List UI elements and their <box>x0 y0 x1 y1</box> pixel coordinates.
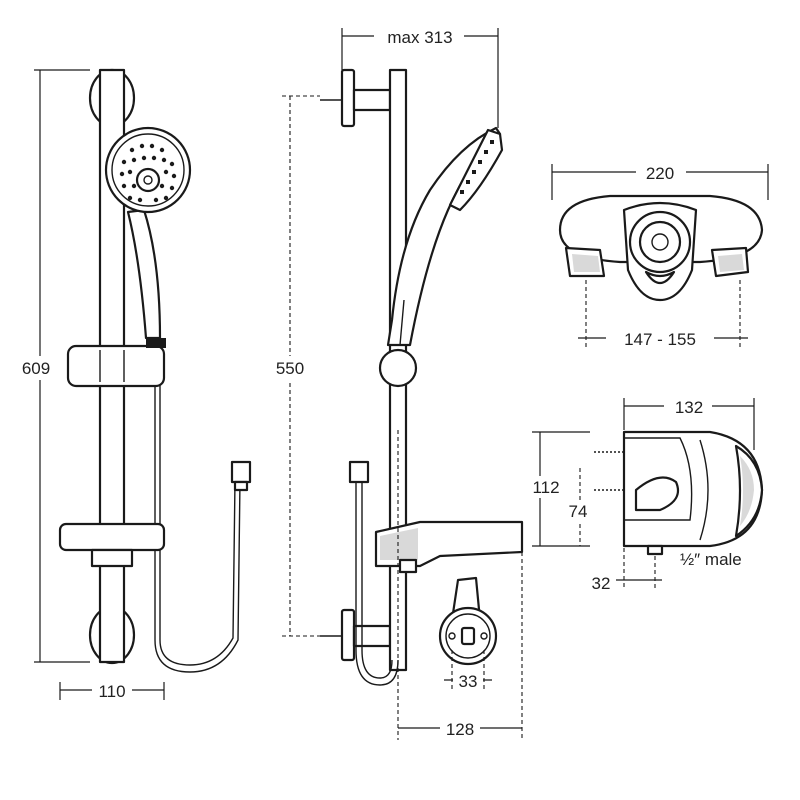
valve-front-view: 220 147 - 155 <box>551 162 769 350</box>
rail-centers-label: 550 <box>276 359 304 378</box>
valve-height-label: 112 <box>532 478 559 497</box>
dial-width-label: 33 <box>459 672 478 691</box>
valve-width-label: 220 <box>646 164 674 183</box>
projection-label: 128 <box>446 720 474 739</box>
max-width-label: max 313 <box>387 28 452 47</box>
side-view-riser-rail: max 313 550 <box>268 26 524 740</box>
valve-depth-label: 132 <box>675 398 703 417</box>
valve-side-view: 132 112 74 32 ½″ male <box>522 396 764 594</box>
inlet-height-label: 74 <box>569 502 588 521</box>
valve-centers-label: 147 - 155 <box>624 330 696 349</box>
outlet-offset-label: 32 <box>592 574 611 593</box>
control-dial-detail: 33 <box>438 576 498 691</box>
rail-width-label: 110 <box>98 682 125 701</box>
rail-height-label: 609 <box>22 359 50 378</box>
outlet-thread-label: ½″ male <box>680 550 742 569</box>
front-view-riser-rail: 609 <box>14 68 252 701</box>
